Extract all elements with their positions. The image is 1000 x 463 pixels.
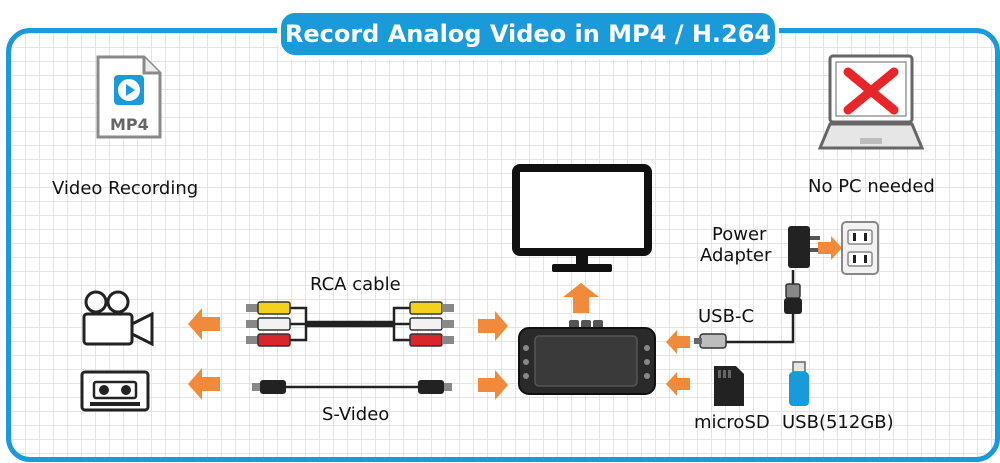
- usb-flash-drive-icon: [789, 361, 809, 406]
- microsd-card-icon: [714, 366, 744, 406]
- power-adapter-icon: [788, 226, 820, 268]
- usb-storage-label: USB(512GB): [782, 412, 894, 433]
- usb-c-cable-icon: [694, 270, 802, 349]
- rca-cable-label: RCA cable: [310, 274, 401, 295]
- right-arrow-icon: [478, 311, 508, 341]
- laptop-no-pc-icon: [817, 54, 925, 150]
- up-arrow-icon: [563, 283, 599, 313]
- power-adapter-label-line2: Adapter: [700, 245, 772, 266]
- microsd-label: microSD: [694, 412, 770, 433]
- page-title: Record Analog Video in MP4 / H.264: [277, 9, 779, 59]
- power-adapter-label-line1: Power: [712, 224, 767, 245]
- right-arrow-icon: [478, 370, 508, 400]
- left-arrow-icon: [188, 308, 220, 340]
- no-pc-needed-label: No PC needed: [808, 176, 935, 197]
- recorder-device-icon: [518, 320, 656, 395]
- video-recording-label: Video Recording: [52, 178, 199, 199]
- left-arrow-icon: [666, 372, 690, 396]
- right-arrow-icon: [818, 236, 842, 260]
- rca-cable-icon: [246, 301, 454, 347]
- s-video-label: S-Video: [322, 404, 390, 425]
- left-arrow-icon: [666, 330, 690, 354]
- camcorder-icon: [82, 290, 154, 347]
- mp4-file-icon: [96, 55, 162, 139]
- monitor-icon: [512, 164, 652, 272]
- left-arrow-icon: [188, 368, 220, 400]
- usb-c-label: USB-C: [698, 306, 755, 327]
- s-video-cable-icon: [252, 380, 452, 394]
- mp4-file-label: MP4: [110, 115, 149, 134]
- vhs-tape-icon: [80, 370, 150, 412]
- power-outlet-icon: [841, 221, 879, 275]
